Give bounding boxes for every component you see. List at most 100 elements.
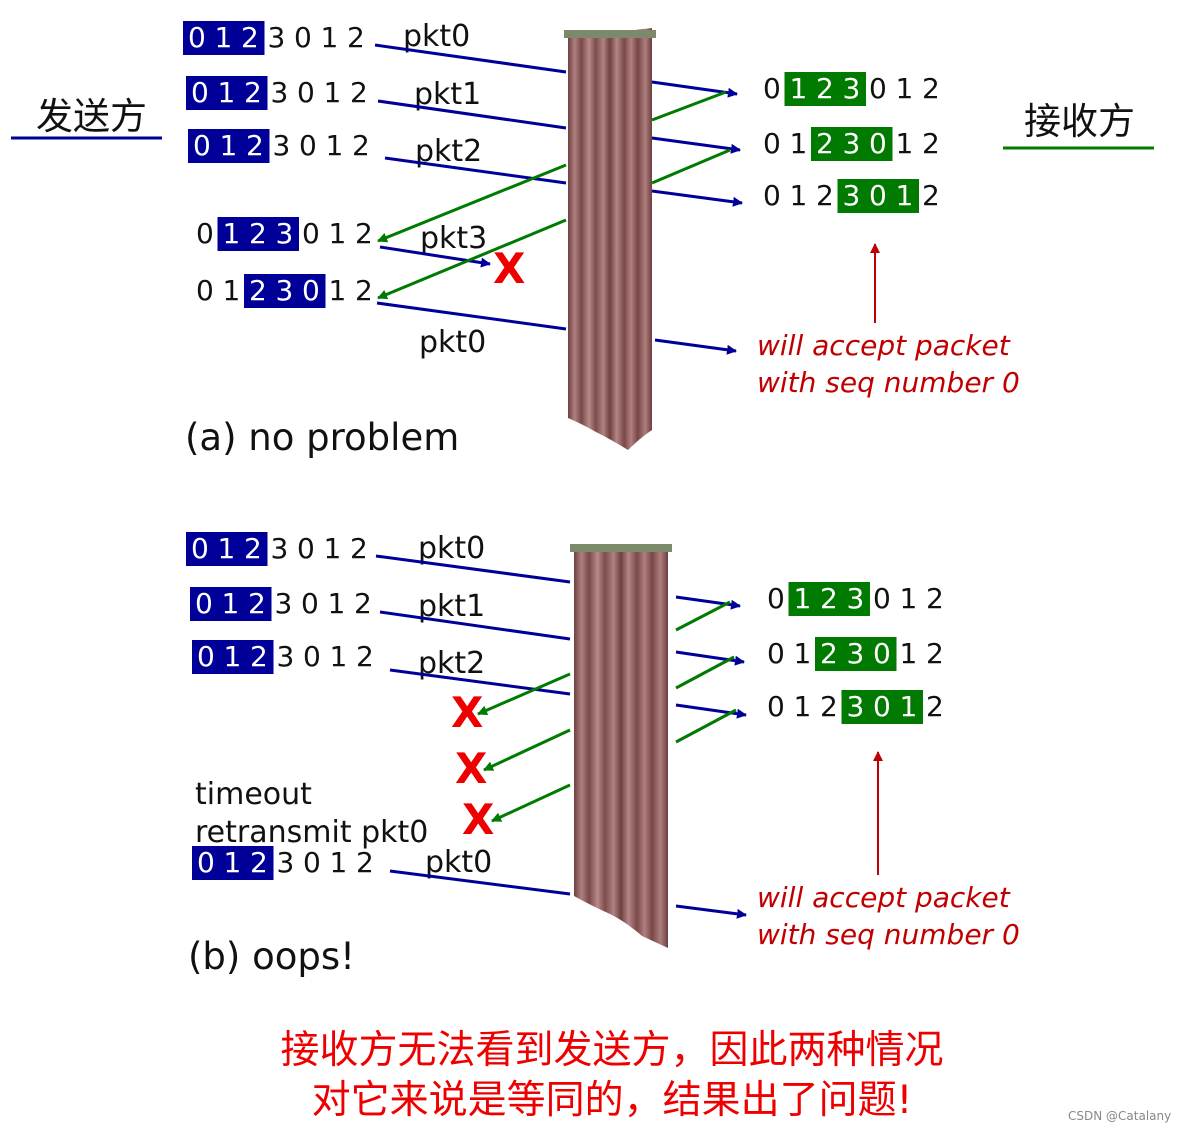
seq-digit: 2 — [926, 690, 944, 723]
seq-digit: 3 — [277, 846, 295, 879]
seq-digit: 0 — [297, 76, 315, 109]
data-arrow-a-1-left — [377, 99, 567, 130]
ack-arrow-a-1-right — [651, 148, 731, 185]
ack-arrow-a-1-left — [377, 218, 567, 300]
data-arrow-a-2-left — [384, 156, 567, 185]
bottom-text-line-1: 接收方无法看到发送方，因此两种情况 — [280, 1028, 943, 1073]
seq-digit: 1 — [794, 690, 812, 723]
ack-arrow-b-1-right — [675, 655, 735, 690]
seq-digit: 2 — [249, 274, 267, 307]
packet-label-b-0: pkt0 — [418, 531, 485, 566]
seq-digit: 2 — [250, 640, 268, 673]
seq-digit: 1 — [330, 640, 348, 673]
seq-digit: 0 — [869, 72, 887, 105]
seq-digit: 2 — [820, 690, 838, 723]
loss-mark-a-0: X — [493, 244, 525, 293]
caption-a: (a) no problem — [185, 416, 459, 459]
seq-digit: 3 — [276, 274, 294, 307]
seq-digit: 0 — [191, 76, 209, 109]
packet-label-a-3: pkt3 — [420, 221, 487, 256]
seq-digit: 0 — [299, 129, 317, 162]
seq-digit: 0 — [763, 179, 781, 212]
seq-digit: 2 — [355, 217, 373, 250]
seq-digit: 1 — [896, 72, 914, 105]
seq-digit: 3 — [275, 587, 293, 620]
receiver-window-highlight — [811, 127, 893, 161]
packet-label-a-1: pkt1 — [414, 77, 481, 112]
seq-digit: 2 — [352, 129, 370, 162]
seq-digit: 2 — [350, 532, 368, 565]
seq-digit: 1 — [224, 846, 242, 879]
seq-digit: 0 — [873, 690, 891, 723]
seq-digit: 3 — [271, 532, 289, 565]
seq-digit: 1 — [218, 76, 236, 109]
seq-digit: 0 — [869, 127, 887, 160]
seq-digit: 2 — [816, 72, 834, 105]
seq-digit: 2 — [926, 582, 944, 615]
note-b-line-1: will accept packet — [757, 881, 1011, 914]
ack-arrow-b-1-left — [483, 728, 571, 772]
seq-digit: 0 — [197, 846, 215, 879]
seq-digit: 0 — [196, 274, 214, 307]
seq-digit: 3 — [843, 72, 861, 105]
data-arrow-a-1-right — [651, 136, 741, 154]
seq-digit: 0 — [873, 637, 891, 670]
seq-digit: 0 — [297, 532, 315, 565]
seq-digit: 2 — [922, 127, 940, 160]
seq-digit: 2 — [926, 637, 944, 670]
seq-digit: 0 — [301, 587, 319, 620]
seq-digit: 2 — [356, 846, 374, 879]
seq-digit: 2 — [244, 532, 262, 565]
loss-mark-b-2: X — [462, 795, 494, 844]
sender-window-highlight — [217, 217, 299, 251]
loss-mark-b-1: X — [455, 744, 487, 793]
seq-digit: 2 — [241, 21, 259, 54]
seq-digit: 1 — [324, 76, 342, 109]
seq-digit: 2 — [355, 274, 373, 307]
seq-digit: 1 — [215, 21, 233, 54]
data-arrow-b-0-left — [375, 554, 571, 584]
sender-label: 发送方 — [36, 95, 147, 138]
seq-digit: 1 — [223, 274, 241, 307]
seq-digit: 1 — [794, 582, 812, 615]
data-arrow-b-1-left — [379, 610, 571, 641]
packet-label-b-3: pkt0 — [425, 845, 492, 880]
packet-label-a-0: pkt0 — [403, 19, 470, 54]
seq-digit: 1 — [790, 72, 808, 105]
seq-digit: 3 — [271, 76, 289, 109]
seq-digit: 2 — [816, 179, 834, 212]
sender-window-highlight — [244, 274, 326, 308]
seq-digit: 1 — [224, 640, 242, 673]
seq-digit: 2 — [249, 217, 267, 250]
seq-digit: 1 — [324, 532, 342, 565]
seq-digit: 0 — [763, 127, 781, 160]
data-arrow-b-0-right — [675, 595, 741, 610]
seq-digit: 1 — [328, 587, 346, 620]
data-arrow-b-2-right — [675, 703, 747, 719]
seq-digit: 3 — [847, 690, 865, 723]
curtain-a — [564, 28, 656, 450]
seq-digit: 0 — [763, 72, 781, 105]
data-arrow-a-4-left — [376, 301, 567, 331]
data-arrow-a-3 — [379, 245, 491, 268]
timeout-line-1: timeout — [195, 777, 312, 812]
seq-digit: 1 — [222, 587, 240, 620]
seq-digit: 0 — [193, 129, 211, 162]
seq-digit: 0 — [873, 582, 891, 615]
sender-window-highlight — [188, 129, 270, 163]
seq-digit: 1 — [900, 637, 918, 670]
seq-digit: 1 — [900, 690, 918, 723]
seq-digit: 2 — [244, 76, 262, 109]
receiver-window-highlight — [815, 637, 897, 671]
data-arrow-a-2-right — [651, 189, 743, 207]
seq-digit: 2 — [922, 179, 940, 212]
seq-digit: 0 — [294, 21, 312, 54]
